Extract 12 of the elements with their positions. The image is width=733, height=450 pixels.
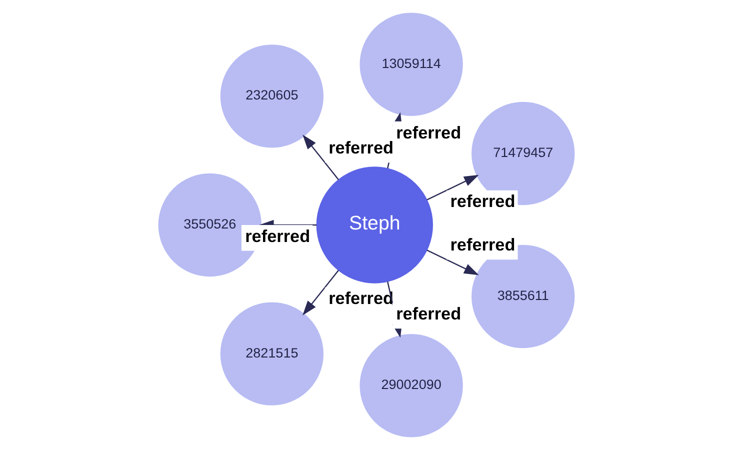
arrow	[426, 174, 479, 200]
node-circle: Steph	[316, 166, 433, 284]
arrow	[302, 134, 339, 180]
edge-label: referred	[328, 138, 394, 158]
node-circle: 2320605	[220, 44, 324, 148]
node-circle: 29002090	[360, 334, 463, 438]
arrow	[302, 270, 339, 316]
node-circle: 13059114	[360, 12, 463, 116]
edge-label: referred	[396, 122, 462, 142]
node-circle: 2821515	[220, 302, 324, 406]
edge-label: referred	[396, 304, 462, 324]
arrow	[426, 250, 479, 276]
